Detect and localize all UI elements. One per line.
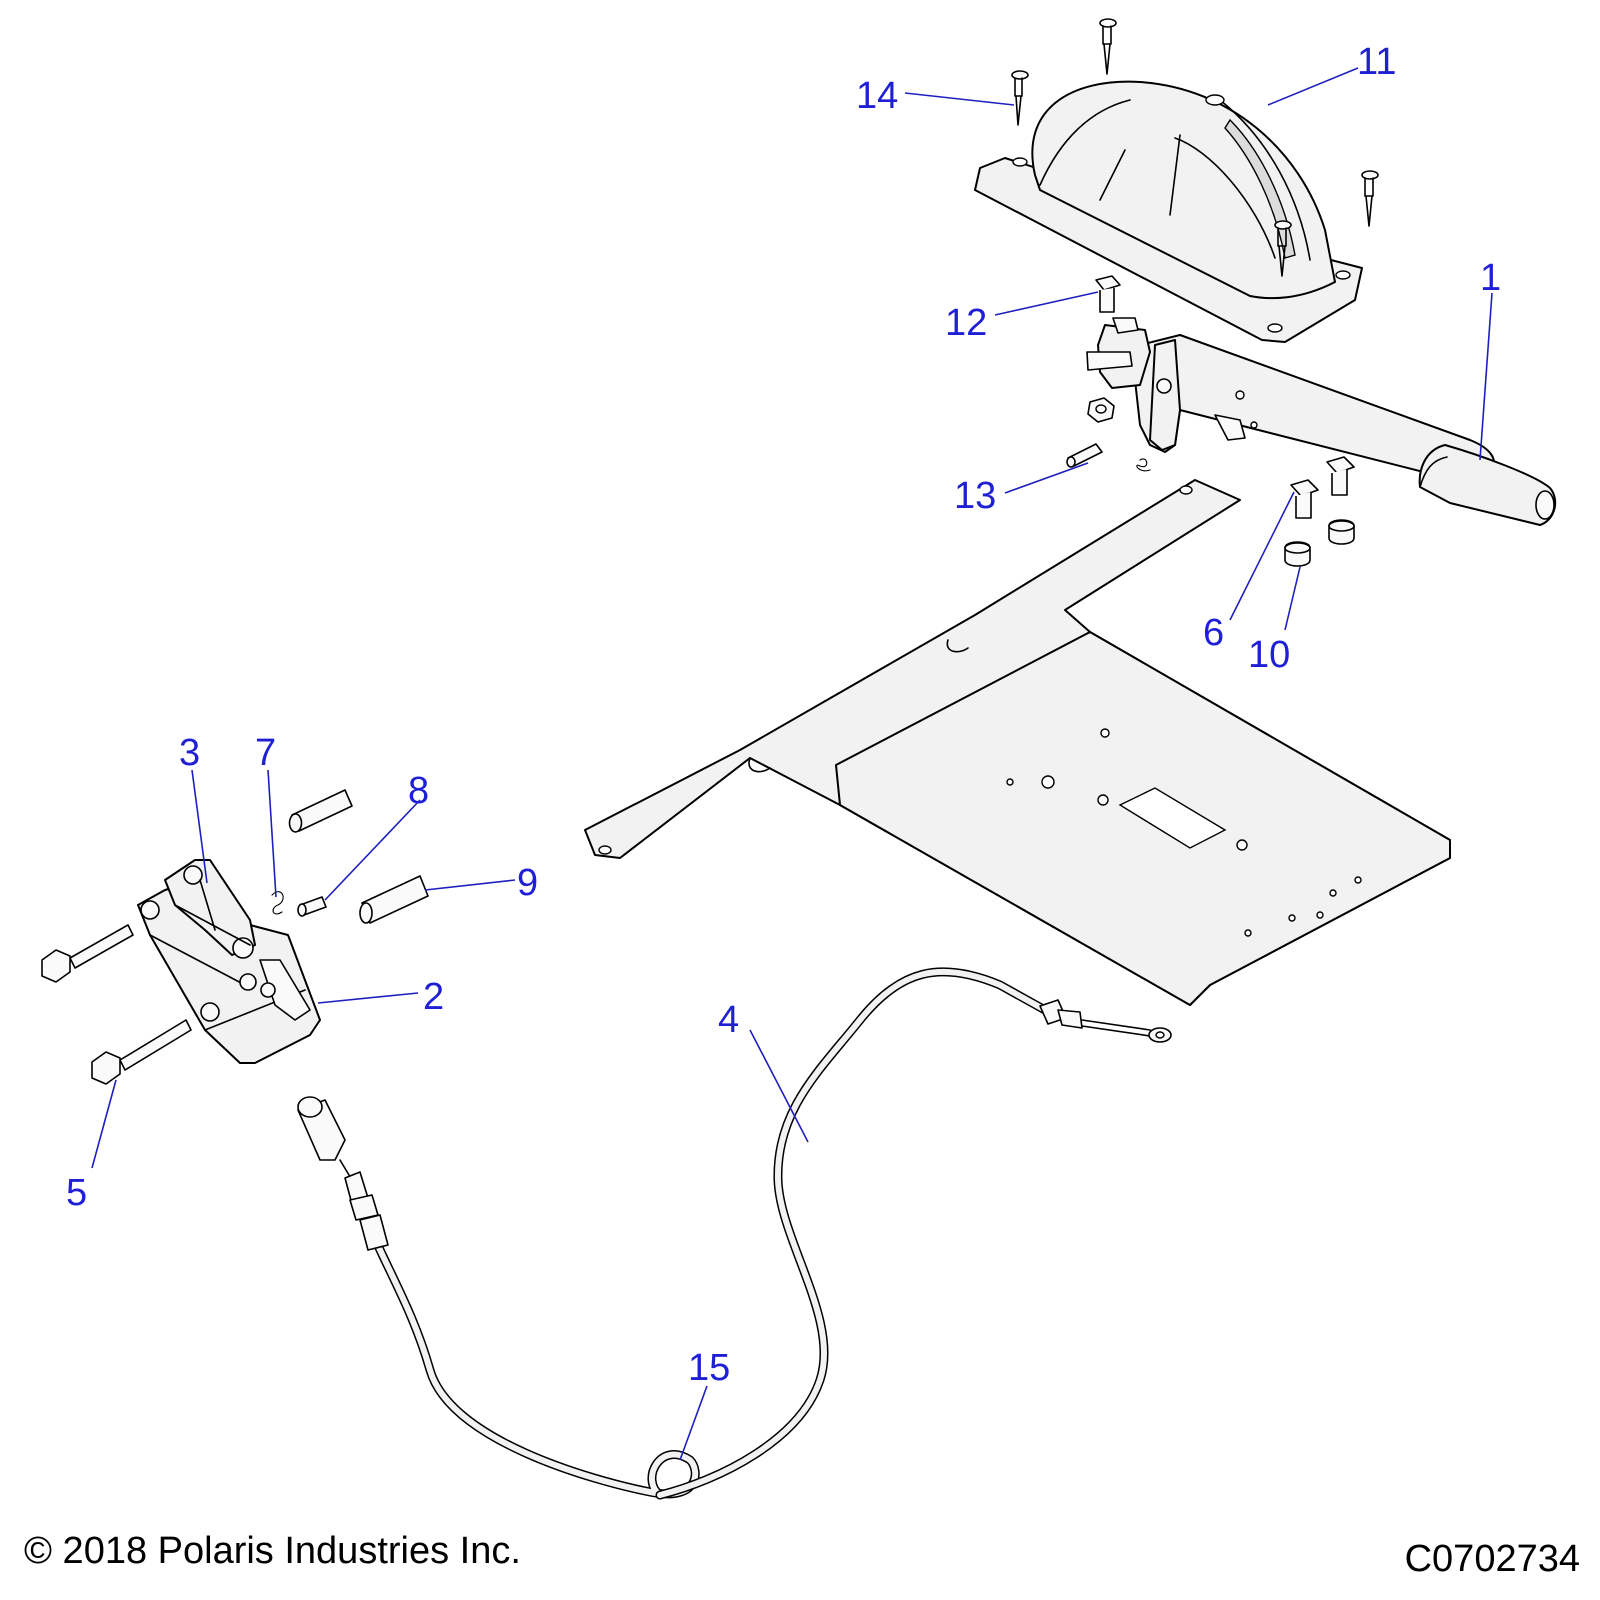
callout-3: 3 <box>179 732 200 774</box>
brake-cable-part <box>297 967 1172 1500</box>
retaining-clip-part <box>271 891 284 915</box>
callout-1: 1 <box>1480 257 1501 299</box>
callout-2: 2 <box>423 976 444 1018</box>
caliper-bracket-part <box>137 859 321 1064</box>
callout-8: 8 <box>408 770 429 812</box>
mounting-plate-part <box>584 479 1451 1006</box>
drawing-number: C0702734 <box>1404 1538 1580 1580</box>
callout-4: 4 <box>718 999 739 1041</box>
cap-part <box>1284 519 1355 567</box>
nut-part <box>1087 397 1115 423</box>
bolt-part <box>1095 275 1121 313</box>
callout-labels: 1 2 3 4 5 6 7 8 9 10 11 12 13 14 15 <box>66 41 1501 1389</box>
leader-8 <box>324 799 421 901</box>
callout-11: 11 <box>1357 41 1396 83</box>
brake-lever-part <box>1086 317 1557 526</box>
leader-7 <box>267 769 277 898</box>
callout-14: 14 <box>856 75 898 117</box>
callout-5: 5 <box>66 1172 87 1214</box>
flange-bolt-part <box>1290 456 1355 519</box>
leader-12 <box>994 291 1099 316</box>
copyright-text: © 2018 Polaris Industries Inc. <box>24 1530 521 1572</box>
pin-part <box>1066 443 1151 472</box>
callout-7: 7 <box>255 732 276 774</box>
leader-14 <box>904 92 1015 106</box>
leader-6 <box>1229 491 1295 621</box>
leader-5 <box>91 1079 117 1169</box>
leader-1 <box>1479 292 1493 461</box>
leader-9 <box>424 879 516 891</box>
screw-part <box>1011 18 1379 277</box>
leader-13 <box>1004 462 1089 494</box>
leader-2 <box>317 992 419 1004</box>
long-bolt-part <box>41 924 192 1085</box>
callout-15: 15 <box>688 1347 730 1389</box>
leader-11 <box>1267 67 1359 106</box>
callout-13: 13 <box>954 475 996 517</box>
callout-6: 6 <box>1203 612 1224 654</box>
leader-4 <box>749 1029 809 1143</box>
clevis-pin-part <box>297 896 327 917</box>
leader-3 <box>191 769 208 884</box>
callout-9: 9 <box>517 862 538 904</box>
callout-12: 12 <box>945 302 987 344</box>
callout-10: 10 <box>1248 634 1290 676</box>
leader-lines <box>91 67 1493 1461</box>
boot-cover-part <box>974 80 1363 343</box>
leader-15 <box>679 1385 708 1461</box>
leader-10 <box>1284 566 1301 631</box>
sleeve-part <box>288 789 429 924</box>
